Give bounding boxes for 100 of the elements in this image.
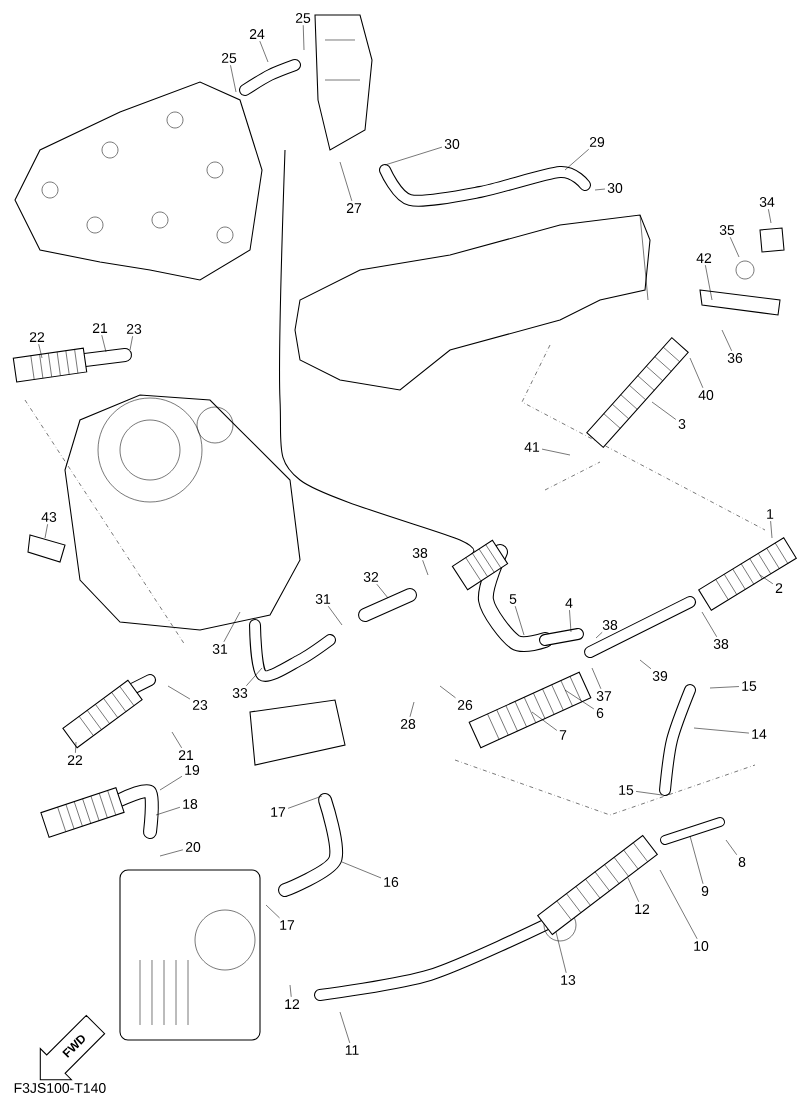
callout-number: 13 <box>561 975 576 985</box>
leader-line <box>759 574 774 585</box>
leader-line <box>768 208 772 224</box>
leader-line <box>591 667 602 690</box>
callout-number: 30 <box>444 139 460 149</box>
callout-number: 41 <box>524 442 540 452</box>
callout-number: 18 <box>183 799 198 809</box>
leader-line <box>439 685 456 699</box>
callout-number: 21 <box>92 323 108 333</box>
callout-number: 27 <box>346 203 362 213</box>
leader-line <box>302 24 305 51</box>
callout-number: 19 <box>185 765 200 775</box>
callout-number: 12 <box>285 999 300 1009</box>
callout-number: 23 <box>126 324 142 334</box>
callout-number: 31 <box>315 594 331 604</box>
leader-line <box>594 188 606 191</box>
callout-number: 28 <box>400 719 416 729</box>
leader-line <box>289 984 292 998</box>
leader-line <box>259 40 269 63</box>
leader-line <box>384 146 443 166</box>
callout-number: 21 <box>178 750 194 760</box>
leader-line <box>689 357 704 389</box>
callout-number: 14 <box>752 729 767 739</box>
callout-number: 8 <box>738 857 746 867</box>
leader-line <box>595 631 603 639</box>
callout-number: 11 <box>345 1045 359 1055</box>
leader-line <box>223 611 241 643</box>
callout-number: 7 <box>559 730 567 740</box>
leader-line <box>555 931 567 974</box>
callout-number: 15 <box>619 785 634 795</box>
callout-number: 43 <box>41 512 57 522</box>
leader-line <box>129 335 133 351</box>
leader-line <box>101 334 107 353</box>
leader-line <box>44 523 48 539</box>
leader-line <box>693 727 750 734</box>
callout-number: 38 <box>412 548 428 558</box>
leader-line <box>159 849 184 857</box>
callout-number: 17 <box>280 920 295 930</box>
callout-number: 29 <box>589 137 605 147</box>
callout-number: 20 <box>185 842 201 852</box>
leader-line <box>376 583 389 599</box>
callout-number: 25 <box>221 53 237 63</box>
leader-line <box>38 343 43 359</box>
leader-line <box>627 877 640 903</box>
callout-number: 32 <box>363 572 379 582</box>
callout-number: 15 <box>742 681 757 691</box>
leader-line <box>639 659 652 670</box>
callout-number: 9 <box>701 886 709 896</box>
callout-number: 16 <box>384 877 399 887</box>
leader-line <box>705 264 713 301</box>
callout-number: 37 <box>596 691 612 701</box>
callout-number: 1 <box>767 509 774 519</box>
leader-line <box>635 791 663 796</box>
callout-number: 22 <box>29 332 45 342</box>
callout-number: 31 <box>212 644 228 654</box>
callout-number: 39 <box>652 671 668 681</box>
leader-line <box>569 609 572 633</box>
callout-number: 30 <box>607 183 623 193</box>
callout-number: 40 <box>698 390 714 400</box>
leader-line <box>721 329 732 352</box>
leader-line <box>770 520 773 539</box>
callout-number: 26 <box>457 700 473 710</box>
callout-number: 25 <box>295 13 311 23</box>
callout-number: 35 <box>719 225 735 235</box>
callout-number: 38 <box>713 639 729 649</box>
callout-number: 22 <box>67 755 83 765</box>
leader-line <box>409 701 415 718</box>
callout-number: 23 <box>192 700 208 710</box>
leader-line <box>659 869 698 940</box>
leader-line <box>159 776 183 791</box>
callout-number: 4 <box>565 598 573 608</box>
callout-number: 2 <box>775 583 783 593</box>
callout-number: 34 <box>759 197 775 207</box>
callout-number: 17 <box>271 807 286 817</box>
callout-number: 24 <box>249 29 265 39</box>
leader-line <box>564 689 595 710</box>
leader-line <box>541 448 571 456</box>
leader-line <box>725 839 738 856</box>
callout-number: 42 <box>696 253 712 263</box>
leader-line <box>701 611 717 638</box>
leader-line <box>422 559 429 576</box>
leader-line <box>709 686 740 689</box>
leader-line <box>531 711 558 731</box>
leader-line <box>171 731 182 749</box>
leader-line <box>328 605 343 626</box>
leader-line <box>287 795 323 809</box>
leader-line <box>689 835 704 885</box>
leader-line <box>651 401 677 420</box>
callout-number: 36 <box>727 353 743 363</box>
leader-line <box>339 1011 351 1044</box>
callout-number: 10 <box>694 941 709 951</box>
callout-number: 3 <box>678 419 686 429</box>
callout-number: 38 <box>602 620 618 630</box>
leader-line <box>729 236 740 258</box>
callout-number: 33 <box>232 688 248 698</box>
leader-line <box>564 148 590 171</box>
leader-line <box>167 685 191 700</box>
leader-line <box>230 64 237 93</box>
leader-line <box>265 904 280 919</box>
leader-line <box>155 807 181 816</box>
